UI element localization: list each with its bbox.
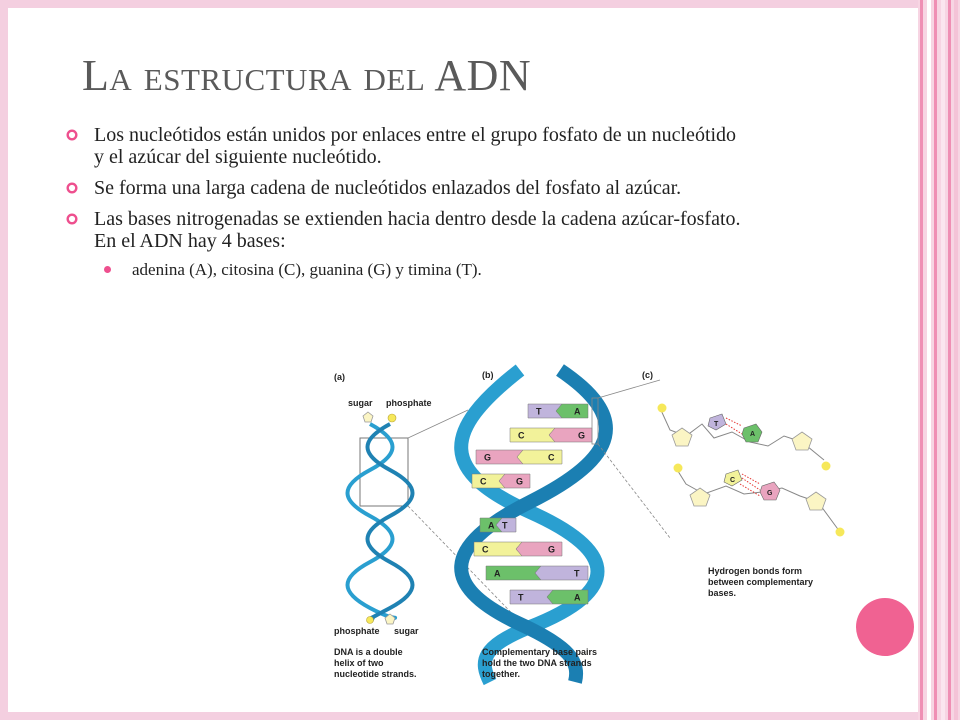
base-g-right <box>548 427 593 443</box>
sugar-pentagon-icon <box>805 491 827 511</box>
sugar-pentagon-icon <box>689 487 711 507</box>
zoom-box-a <box>359 437 409 507</box>
pink-dot-bullet-icon <box>104 266 111 273</box>
caption-c: Hydrogen bonds form between complementar… <box>708 566 816 598</box>
label-phosphate-top: phosphate <box>386 398 432 408</box>
zoom-box-b <box>591 397 599 445</box>
base-letter-left: T <box>536 407 542 417</box>
label-sugar-top: sugar <box>348 398 373 408</box>
base-letter-right: A <box>574 407 581 417</box>
sub-bullet-item: adenina (A), citosina (C), guanina (G) y… <box>104 260 746 280</box>
base-letter-right: G <box>516 477 523 487</box>
hydrogen-bond-line <box>741 477 761 491</box>
slide-frame-right-stripes <box>918 0 960 720</box>
pink-circle-bullet-icon <box>66 182 78 194</box>
caption-b: Complementary base pairs hold the two DN… <box>482 647 600 679</box>
bullet-text: Las bases nitrogenadas se extienden haci… <box>94 208 741 252</box>
base-g-c: G <box>759 481 781 501</box>
caption-a: DNA is a double helix of two nucleotide … <box>334 647 417 679</box>
zoom-connector-line <box>407 409 469 439</box>
base-letter-left: G <box>484 453 491 463</box>
helix-backbone-b2 <box>454 364 613 684</box>
svg-text:C: C <box>730 477 735 484</box>
phosphate-dot-icon <box>835 527 845 537</box>
hydrogen-bond-line <box>725 423 743 435</box>
hydrogen-bond-line <box>741 473 761 485</box>
base-c-left <box>509 427 556 443</box>
bullet-text: Se forma una larga cadena de nucleótidos… <box>94 177 682 199</box>
svg-text:G: G <box>767 490 773 497</box>
base-c-c: C <box>723 469 743 487</box>
base-letter-right: C <box>548 453 555 463</box>
base-t-left <box>509 589 554 605</box>
base-letter-left: C <box>482 545 489 555</box>
base-letter-right: G <box>548 545 555 555</box>
decorative-pink-circle <box>856 598 914 656</box>
base-letter-left: C <box>518 431 525 441</box>
slide-title: La estructura del ADN <box>82 51 532 100</box>
bullet-item: Las bases nitrogenadas se extienden haci… <box>66 208 746 280</box>
sugar-pentagon-icon <box>791 431 813 451</box>
zoom-connector-line <box>597 379 661 399</box>
helix-backbone-b1 <box>454 364 605 686</box>
svg-text:A: A <box>750 431 755 438</box>
slide-frame-top <box>0 0 920 8</box>
label-sugar-bottom: sugar <box>394 626 419 636</box>
base-letter-left: T <box>518 593 524 603</box>
slide-frame-left <box>0 0 8 720</box>
phosphate-dot-icon <box>387 413 397 423</box>
pink-circle-bullet-icon <box>66 213 78 225</box>
sugar-pentagon-icon <box>671 427 693 447</box>
phosphate-dot-icon <box>366 616 374 624</box>
hydrogen-bond-line <box>739 483 761 497</box>
bullet-list: Los nucleótidos están unidos por enlaces… <box>66 124 746 289</box>
base-letter-right: G <box>578 431 585 441</box>
base-letter-right: A <box>574 593 581 603</box>
base-letter-right: T <box>574 569 580 579</box>
panel-label-a: (a) <box>334 372 345 382</box>
phosphate-dot-icon <box>673 463 683 473</box>
base-letter-left: C <box>480 477 487 487</box>
base-g-right <box>515 541 563 557</box>
bullet-text: Los nucleótidos están unidos por enlaces… <box>94 124 737 168</box>
helix-strand-a2 <box>365 422 415 622</box>
base-t-right <box>534 565 589 581</box>
base-letter-left: A <box>494 569 501 579</box>
base-a-right <box>546 589 589 605</box>
slide-frame-bottom <box>0 712 920 720</box>
base-letter-right: T <box>502 521 508 531</box>
base-t-right <box>495 517 517 533</box>
bullet-item: Se forma una larga cadena de nucleótidos… <box>66 177 746 199</box>
base-letter-left: A <box>488 521 495 531</box>
sub-bullet-list: adenina (A), citosina (C), guanina (G) y… <box>104 260 746 280</box>
zoom-connector-line <box>597 443 671 539</box>
base-c-right <box>516 449 563 465</box>
panel-label-b: (b) <box>482 370 494 380</box>
zoom-connector-line <box>407 505 531 633</box>
sub-bullet-text: adenina (A), citosina (C), guanina (G) y… <box>132 260 482 279</box>
panel-label-c: (c) <box>642 370 653 380</box>
dna-structure-figure: (a) (b) (c) sugar phosphate phosphate su… <box>334 364 845 686</box>
base-a-right <box>555 403 589 419</box>
hydrogen-bond-line <box>725 417 743 427</box>
phosphate-dot-icon <box>821 461 831 471</box>
base-g-right <box>498 473 531 489</box>
sugar-pentagon-icon <box>362 411 374 423</box>
label-phosphate-bottom: phosphate <box>334 626 380 636</box>
phosphate-dot-icon <box>657 403 667 413</box>
sugar-pentagon-icon <box>384 613 396 625</box>
base-t-c: T <box>707 413 727 431</box>
svg-text:T: T <box>714 421 719 428</box>
base-a-c: A <box>741 423 763 443</box>
pink-circle-bullet-icon <box>66 129 78 141</box>
bullet-item: Los nucleótidos están unidos por enlaces… <box>66 124 746 168</box>
